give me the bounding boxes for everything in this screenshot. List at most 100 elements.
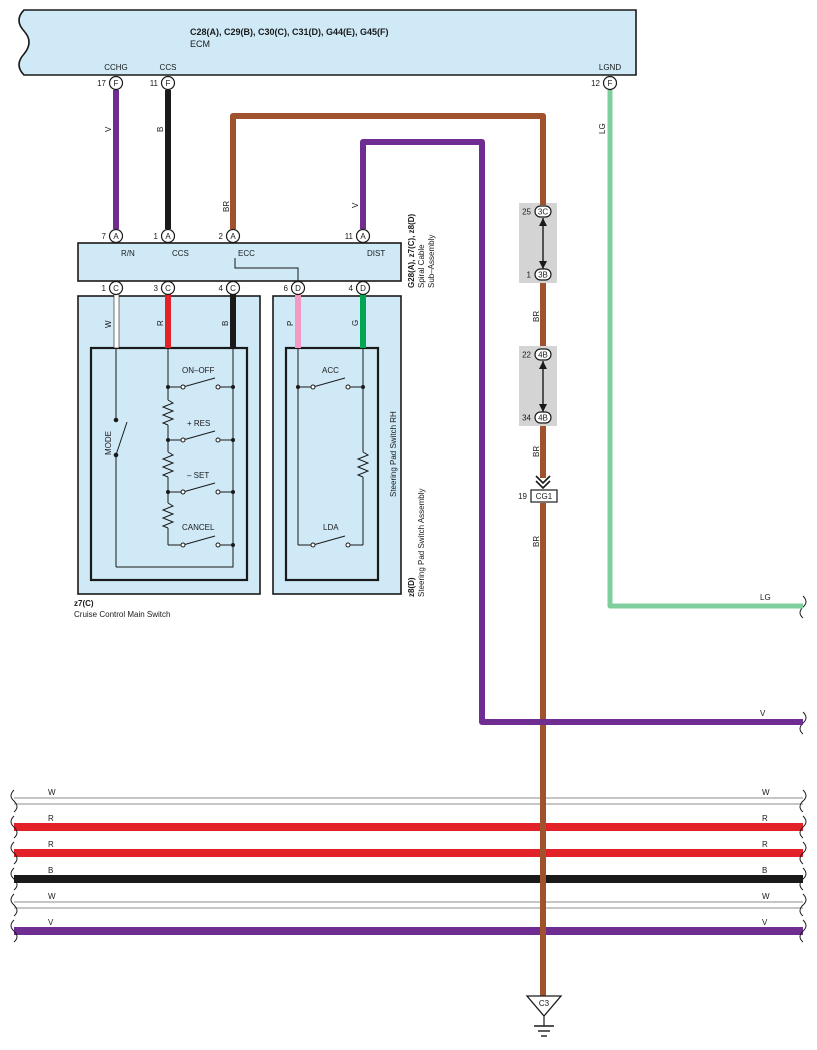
junction-connectors: 3C 25 3B 1 4B 22 4B 34 CG1 19 (518, 205, 558, 503)
svg-text:19: 19 (518, 492, 527, 501)
ecm-terminal-lgnd: LGND (599, 63, 621, 72)
spiral-bottom-pins: C 1 C 3 C 4 D 6 D 4 (102, 280, 371, 296)
resistor-2 (161, 451, 175, 478)
mode-contact-bottom (113, 452, 119, 458)
resistor-3 (161, 502, 175, 529)
wire-label-br-ecc: BR (222, 201, 231, 212)
set-label: – SET (187, 471, 209, 480)
svg-text:1: 1 (102, 284, 107, 293)
svg-text:F: F (608, 79, 613, 88)
onoff-switch (182, 377, 216, 388)
svg-text:2: 2 (219, 232, 224, 241)
res-label: + RES (187, 419, 210, 428)
svg-text:A: A (165, 232, 171, 241)
spiral-pin-6d: D 6 (284, 280, 306, 296)
svg-text:1: 1 (527, 271, 532, 280)
onoff-label: ON–OFF (182, 366, 215, 375)
wires (113, 90, 803, 996)
lda-label: LDA (323, 523, 339, 532)
bus-label-w-2-right: W (762, 892, 770, 901)
steering-pad-inner-box (284, 346, 380, 582)
ecm-connectors: C28(A), C29(B), C30(C), C31(D), G44(E), … (190, 27, 389, 37)
acc-switch (312, 377, 346, 388)
wire-lg-lgnd (607, 90, 803, 609)
connector-3c: 3C 25 (522, 205, 552, 218)
bus-label-r-1-right: R (762, 814, 768, 823)
cancel-label: CANCEL (182, 523, 215, 532)
cancel-switch (182, 535, 216, 546)
svg-text:4: 4 (219, 284, 224, 293)
bus-label-w-1-right: W (762, 788, 770, 797)
svg-text:7: 7 (102, 232, 107, 241)
steering-pad-outer-box (272, 295, 402, 595)
bus-label-w-1-left: W (48, 788, 56, 797)
steering-pad-junctions (296, 385, 365, 389)
spiral-pin-4d: D 4 (349, 280, 371, 296)
cg1-chevron-icon (535, 475, 551, 490)
svg-text:4B: 4B (538, 414, 548, 423)
bus-label-b-left: B (48, 866, 53, 875)
svg-text:12: 12 (591, 79, 600, 88)
spiral-terminal-ecc: ECC (238, 249, 255, 258)
spiral-connectors: G28(A), z7(C), z8(D) (407, 213, 416, 288)
bus-label-v-right: V (762, 918, 768, 927)
connector-4b-arrow-down (539, 404, 547, 412)
mode-label: MODE (104, 431, 113, 455)
ecm-terminal-cchg: CCHG (104, 63, 128, 72)
spiral-pin-11a: A 11 (345, 228, 371, 244)
svg-text:11: 11 (345, 232, 354, 241)
connector-4b-top: 4B 22 (522, 348, 552, 361)
ecm-pin-lgnd: F 12 (591, 75, 618, 91)
ecm-component: C28(A), C29(B), C30(C), C31(D), G44(E), … (18, 9, 637, 76)
main-switch-internals: MODE ON–OFF + RES – SET CANCEL (104, 348, 234, 568)
wire-v-dist (360, 139, 803, 725)
wire-label-br-4: BR (532, 536, 541, 547)
mode-contact-top (113, 417, 119, 423)
ecm-name: ECM (190, 39, 210, 49)
connector-3b: 3B 1 (527, 268, 552, 281)
spiral-pin-7a: A 7 (102, 228, 124, 244)
spiral-terminal-ccs: CCS (172, 249, 189, 258)
wire-label-r-switch: R (156, 320, 165, 326)
ground-label: C3 (539, 999, 550, 1008)
spiral-terminal-dist: DIST (367, 249, 385, 258)
wire-label-br-3: BR (532, 446, 541, 457)
connector-4b-arrow-up (539, 361, 547, 369)
wire-labels: V B BR V LG W R B P G BR BR BR LG V (104, 123, 771, 718)
svg-text:34: 34 (522, 414, 531, 423)
wire-label-lg-lgnd: LG (598, 123, 607, 134)
ecm-box (18, 9, 637, 76)
svg-text:F: F (166, 79, 171, 88)
bus-label-r-2-left: R (48, 840, 54, 849)
svg-text:22: 22 (522, 351, 531, 360)
wire-label-p-switch: P (286, 321, 295, 326)
main-switch-contacts (180, 384, 221, 548)
connector-cg1: CG1 19 (518, 489, 558, 503)
spiral-name-1: Spiral Cable (417, 244, 426, 288)
svg-text:A: A (230, 232, 236, 241)
svg-text:3C: 3C (538, 208, 548, 217)
svg-text:A: A (113, 232, 119, 241)
svg-text:D: D (360, 284, 366, 293)
connector-3c-3b-arrow-up (539, 218, 547, 226)
svg-text:C: C (230, 284, 236, 293)
spiral-pin-1c: C 1 (102, 280, 124, 296)
ecm-pins: F 17 F 11 F 12 (97, 75, 618, 91)
wire-label-v-cchg: V (104, 126, 113, 132)
svg-text:CG1: CG1 (536, 492, 553, 501)
res-switch (182, 430, 216, 441)
spiral-terminal-rn: R/N (121, 249, 135, 258)
bus-label-w-2-left: W (48, 892, 56, 901)
svg-text:25: 25 (522, 208, 531, 217)
svg-text:1: 1 (154, 232, 159, 241)
steering-pad-component: Steering Pad Switch RH z8(D) Steering Pa… (272, 295, 426, 597)
main-switch-connector: z7(C) (74, 599, 94, 608)
spiral-cable-component: R/N CCS ECC DIST G28(A), z7(C), z8(D) Sp… (77, 213, 436, 288)
mode-switch (115, 421, 128, 456)
ecm-pin-cchg: F 17 (97, 75, 124, 91)
ground-triangle (525, 995, 563, 1018)
svg-text:4B: 4B (538, 351, 548, 360)
svg-text:6: 6 (284, 284, 289, 293)
bus-break-right (799, 595, 807, 943)
